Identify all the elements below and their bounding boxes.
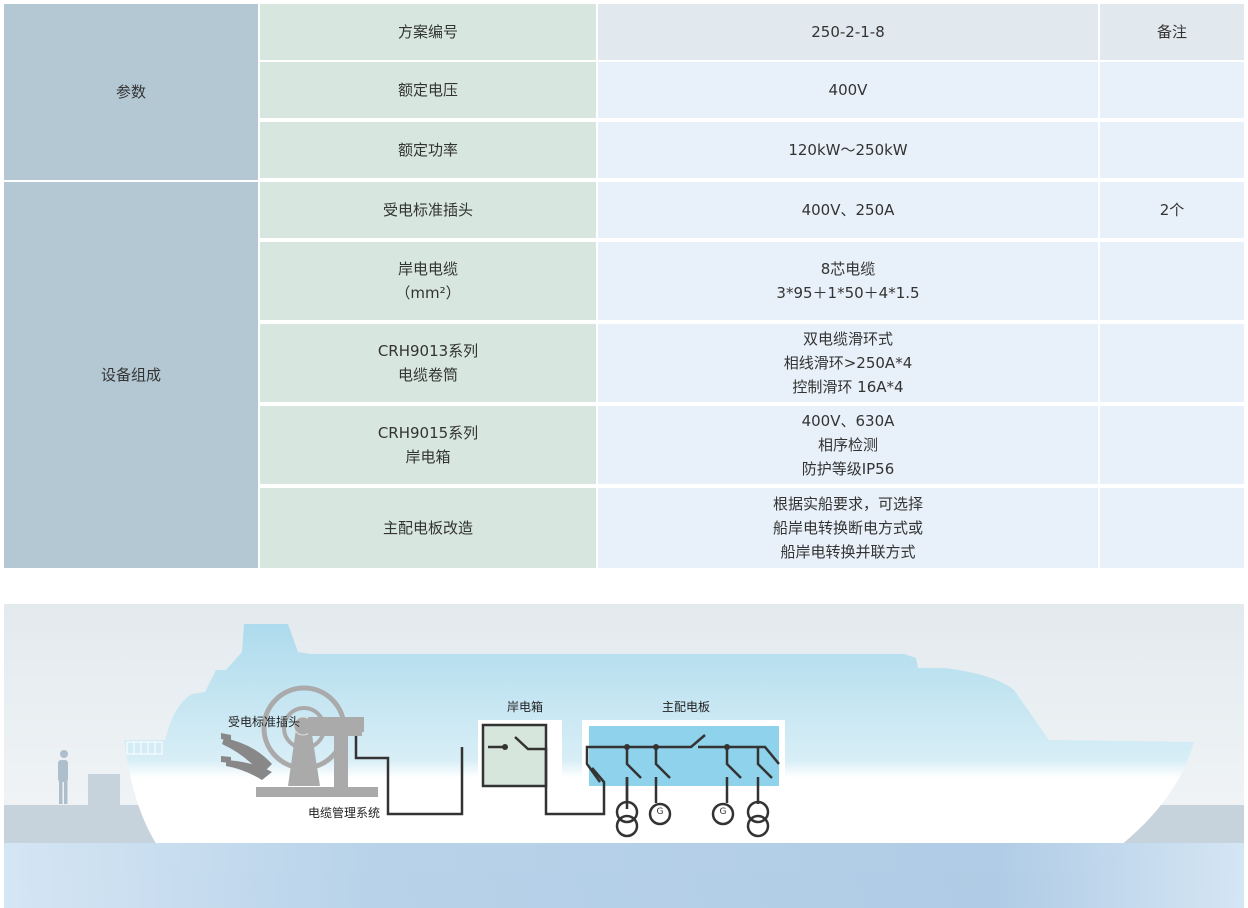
ship-shore-power-illustration: 受电标准插头 电缆管理系统 岸电箱 主配电板 G G — [4, 604, 1244, 908]
row-label: 受电标准插头 — [260, 182, 596, 238]
row-note — [1100, 62, 1244, 118]
row-value: 根据实船要求，可选择 船岸电转换断电方式或 船岸电转换并联方式 — [598, 488, 1098, 568]
row-note: 2个 — [1100, 182, 1244, 238]
cms-label: 电缆管理系统 — [308, 805, 380, 820]
row-note — [1100, 242, 1244, 320]
group-equipment: 设备组成 — [4, 182, 258, 568]
row-value: 400V — [598, 62, 1098, 118]
row-value: 8芯电缆 3*95＋1*50＋4*1.5 — [598, 242, 1098, 320]
plug-label: 受电标准插头 — [228, 715, 300, 729]
row-note — [1100, 122, 1244, 178]
row-label: 额定功率 — [260, 122, 596, 178]
row-label: CRH9013系列 电缆卷筒 — [260, 324, 596, 402]
water — [4, 843, 1244, 908]
row-note — [1100, 488, 1244, 568]
header-note: 备注 — [1100, 4, 1244, 60]
person-icon — [58, 750, 68, 804]
generator-icon: G — [657, 807, 664, 817]
row-value: 400V、630A 相序检测 防护等级IP56 — [598, 406, 1098, 484]
row-value: 120kW～250kW — [598, 122, 1098, 178]
header-label: 方案编号 — [260, 4, 596, 60]
group-params: 参数 — [4, 4, 258, 180]
row-value: 400V、250A — [598, 182, 1098, 238]
cable-reel-icon — [221, 685, 378, 797]
shore-box-label: 岸电箱 — [507, 699, 543, 714]
switchboard-label: 主配电板 — [662, 700, 710, 714]
generator-icon: G — [720, 807, 727, 817]
row-label: CRH9015系列 岸电箱 — [260, 406, 596, 484]
row-label: 岸电电缆 （mm²） — [260, 242, 596, 320]
row-value: 双电缆滑环式 相线滑环>250A*4 控制滑环 16A*4 — [598, 324, 1098, 402]
row-label: 主配电板改造 — [260, 488, 596, 568]
header-value: 250-2-1-8 — [598, 4, 1098, 60]
row-note — [1100, 406, 1244, 484]
row-label: 额定电压 — [260, 62, 596, 118]
row-note — [1100, 324, 1244, 402]
